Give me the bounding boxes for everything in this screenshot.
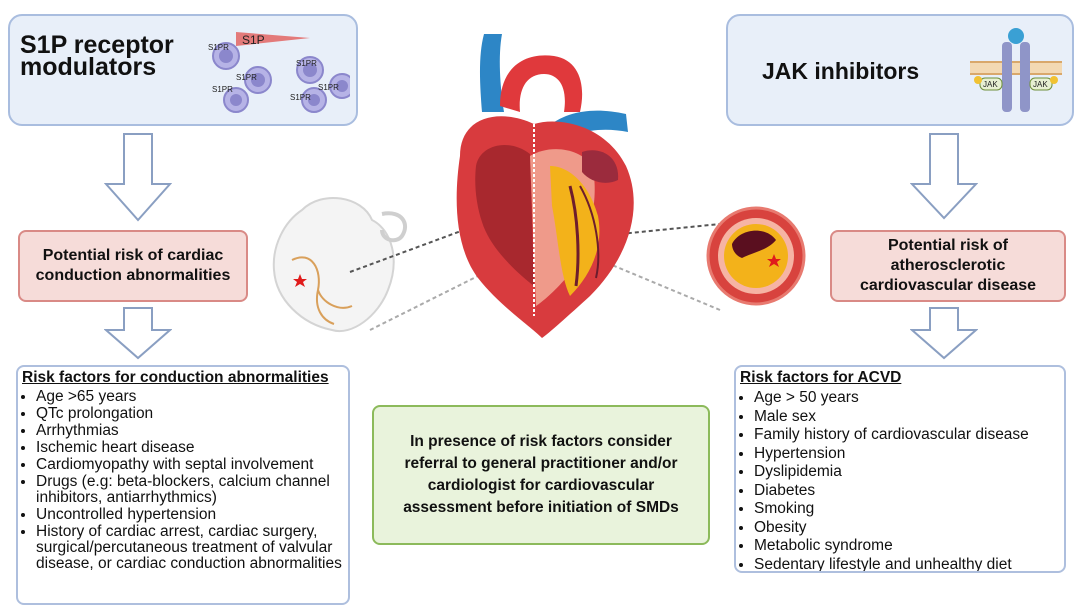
conduction-risk-box: Potential risk of cardiac conduction abn…	[18, 230, 248, 302]
arrow-down-icon	[104, 307, 172, 360]
s1pr-label: S1PR	[212, 85, 233, 94]
list-item: Dyslipidemia	[754, 463, 1064, 481]
list-item: Drugs (e.g: beta-blockers, calcium chann…	[36, 474, 348, 506]
list-item: Smoking	[754, 500, 1064, 518]
acvd-risk-factors-title: Risk factors for ACVD	[740, 369, 902, 386]
s1pr-label: S1PR	[290, 93, 311, 102]
atherosclerotic-risk-text: Potential risk of atherosclerotic cardio…	[859, 237, 1037, 294]
atherosclerotic-risk-box: Potential risk of atherosclerotic cardio…	[830, 230, 1066, 302]
heart-illustration	[456, 34, 634, 338]
list-item: Cardiomyopathy with septal involvement	[36, 457, 348, 473]
s1pr-label: S1PR	[208, 43, 229, 52]
list-item: Uncontrolled hypertension	[36, 507, 348, 523]
s1p-receptor-cells-illustration: S1P S1PR S1PR S1PR S1PR S1PR S1PR	[208, 32, 350, 113]
arrow-down-icon	[104, 133, 172, 222]
conduction-system-heart-illustration	[272, 196, 408, 333]
cell-membrane-icon	[970, 62, 1062, 74]
list-item: Age >65 years	[36, 389, 348, 405]
list-item: Ischemic heart disease	[36, 440, 348, 456]
s1pr-label: S1PR	[296, 59, 317, 68]
list-item: Hypertension	[754, 445, 1064, 463]
s1pr-label: S1PR	[236, 73, 257, 82]
s1p-title-line2: modulators	[20, 53, 157, 81]
arrow-down-icon	[910, 307, 978, 360]
list-item: Metabolic syndrome	[754, 537, 1064, 555]
aortic-arch	[500, 55, 583, 112]
conduction-risk-text: Potential risk of cardiac conduction abn…	[35, 247, 231, 284]
s1p-label: S1P	[242, 33, 265, 47]
list-item: Age > 50 years	[754, 389, 1064, 407]
list-item: Male sex	[754, 408, 1064, 426]
star-marker-icon	[293, 274, 307, 287]
list-item: Obesity	[754, 519, 1064, 537]
list-item: Family history of cardiovascular disease	[754, 426, 1064, 444]
acvd-risk-factors-box: Risk factors for ACVD Age > 50 years Mal…	[734, 365, 1066, 573]
s1pr-label: S1PR	[318, 83, 339, 92]
list-item: Arrhythmias	[36, 423, 348, 439]
list-item: History of cardiac arrest, cardiac surge…	[36, 524, 348, 572]
cytokine-receptor-icon	[1002, 42, 1012, 112]
connector-lines	[349, 223, 721, 331]
acvd-risk-factors-list: Age > 50 years Male sex Family history o…	[736, 389, 1064, 572]
arrow-down-icon	[910, 133, 978, 220]
superior-vena-cava	[480, 34, 504, 112]
recommendation-box: In presence of risk factors consider ref…	[372, 405, 710, 545]
s1p-gradient-icon	[236, 32, 310, 46]
conduction-risk-factors-title: Risk factors for conduction abnormalitie…	[22, 369, 329, 386]
cytokine-icon	[1008, 28, 1024, 44]
s1p-modulators-title: S1P receptor modulators	[20, 31, 174, 81]
lumen-icon	[732, 230, 776, 258]
list-item: Diabetes	[754, 482, 1064, 500]
s1p-title-line1: S1P receptor	[20, 31, 174, 59]
jak-receptor-illustration: JAK JAK	[970, 28, 1062, 112]
list-item: Sedentary lifestyle and unhealthy diet	[754, 556, 1064, 572]
recommendation-text: In presence of risk factors consider ref…	[403, 433, 679, 516]
jak-inhibitors-box: JAK inhibitors JAK JAK	[726, 14, 1074, 126]
conduction-risk-factors-box: Risk factors for conduction abnormalitie…	[16, 365, 350, 605]
jak-label: JAK	[1033, 80, 1048, 89]
jak-inhibitors-title: JAK inhibitors	[762, 58, 920, 84]
list-item: QTc prolongation	[36, 406, 348, 422]
jak-label: JAK	[983, 80, 998, 89]
artery-cross-section-illustration	[706, 206, 806, 306]
conduction-risk-factors-list: Age >65 years QTc prolongation Arrhythmi…	[18, 389, 348, 572]
s1p-modulators-box: S1P receptor modulators S1P S1PR S1PR S1…	[8, 14, 358, 126]
star-marker-icon	[767, 254, 781, 267]
